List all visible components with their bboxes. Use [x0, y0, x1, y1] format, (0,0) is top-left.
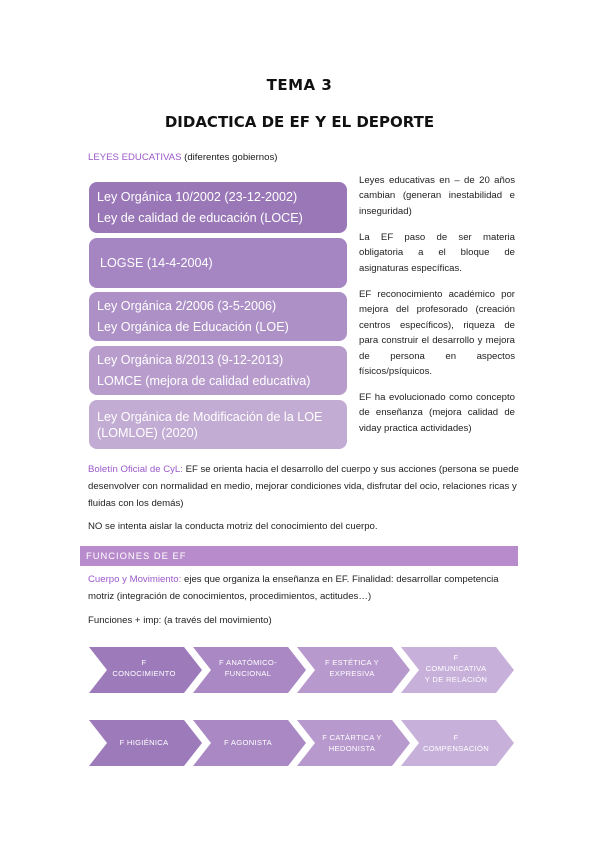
chevron-line: F CATÁRTICA Y — [322, 733, 382, 742]
funciones-section-bar: FUNCIONES DE EF — [80, 546, 518, 566]
chevron-shape — [193, 720, 306, 766]
law-box-logse: LOGSE (14-4-2004) — [89, 238, 347, 288]
law-box-loe: Ley Orgánica 2/2006 (3-5-2006) Ley Orgán… — [89, 292, 347, 341]
chevron-line: EXPRESIVA — [329, 669, 375, 678]
cuerpo-label: Cuerpo y Movimiento: — [88, 574, 182, 585]
chevron-shape — [89, 720, 202, 766]
no-aislar-text: NO se intenta aislar la conducta motriz … — [88, 521, 378, 532]
law-box-line: (LOMLOE) (2020) — [97, 425, 198, 440]
page-title: TEMA 3 — [266, 76, 333, 94]
chevron-line: F — [453, 653, 459, 662]
cuerpo-text: ejes que organiza la enseñanza en EF. Fi… — [88, 574, 499, 602]
boletin-paragraph: Boletín Oficial de CyL: EF se orienta ha… — [88, 461, 520, 512]
chevron-label-anatomico: F ANATÓMICO- FUNCIONAL — [202, 657, 294, 679]
cuerpo-paragraph: Cuerpo y Movimiento: ejes que organiza l… — [88, 571, 520, 605]
page-subtitle: DIDACTICA DE EF Y EL DEPORTE — [164, 113, 435, 131]
leyes-heading: LEYES EDUCATIVAS (diferentes gobiernos) — [88, 150, 277, 166]
law-box-line: Ley de calidad de educación (LOCE) — [97, 210, 303, 225]
chevron-line: F AGONISTA — [223, 738, 272, 747]
chevron-line: F ESTÉTICA Y — [324, 658, 380, 667]
chevron-line: CONOCIMIENTO — [112, 669, 176, 678]
law-box-line: LOMCE (mejora de calidad educativa) — [97, 373, 311, 388]
chevron-line: COMUNICATIVA — [425, 664, 487, 673]
chevron-label-compensacion: F COMPENSACIÓN — [410, 732, 502, 754]
law-box-lomloe: Ley Orgánica de Modificación de la LOE (… — [89, 400, 347, 449]
chevron-label-conocimiento: F CONOCIMIENTO — [98, 657, 190, 679]
funciones-imp-text: Funciones + imp: (a través del movimient… — [88, 615, 272, 626]
chevron-line: COMPENSACIÓN — [422, 744, 490, 753]
chevron-line: FUNCIONAL — [224, 669, 272, 678]
chevron-shape — [297, 647, 410, 693]
law-box-lomce: Ley Orgánica 8/2013 (9-12-2013) LOMCE (m… — [89, 346, 347, 395]
chevron-shape — [193, 647, 306, 693]
boletin-text: EF se orienta hacia el desarrollo del cu… — [88, 464, 519, 509]
chevron-label-catartica: F CATÁRTICA Y HEDONISTA — [306, 732, 398, 754]
law-box-line: Ley Orgánica de Modificación de la LOE — [97, 409, 323, 424]
chevron-shape — [297, 720, 410, 766]
chevron-line: HEDONISTA — [328, 744, 376, 753]
chevron-label-estetica: F ESTÉTICA Y EXPRESIVA — [306, 657, 398, 679]
leyes-label: LEYES EDUCATIVAS — [88, 152, 182, 163]
note-leyes-cambian: Leyes educativas en – de 20 años cambian… — [359, 175, 515, 217]
law-box-loce: Ley Orgánica 10/2002 (23-12-2002) Ley de… — [89, 182, 347, 233]
law-box-line: Ley Orgánica 2/2006 (3-5-2006) — [97, 298, 277, 313]
chevron-shape — [401, 720, 514, 766]
law-box-line: LOGSE (14-4-2004) — [100, 255, 213, 270]
chevron-line: F — [453, 733, 459, 742]
note-evolucion: EF ha evolucionado como concepto de ense… — [359, 392, 515, 434]
note-materia: La EF paso de ser materia obligatoria a … — [359, 232, 515, 274]
leyes-label-suffix: (diferentes gobiernos) — [181, 152, 278, 163]
chevron-shape — [89, 647, 202, 693]
chevron-line: F HIGIÉNICA — [119, 738, 169, 747]
note-reconocimiento: EF reconocimiento académico por mejora d… — [359, 289, 515, 378]
chevron-label-comunicativa: F COMUNICATIVA Y DE RELACIÓN — [410, 652, 502, 685]
law-box-line: Ley Orgánica de Educación (LOE) — [97, 319, 289, 334]
chevron-line: Y DE RELACIÓN — [424, 675, 488, 684]
chevron-label-higienica: F HIGIÉNICA — [98, 737, 190, 748]
boletin-label: Boletín Oficial de CyL: — [88, 464, 183, 475]
chevron-label-agonista: F AGONISTA — [202, 737, 294, 748]
chevron-shape — [401, 647, 514, 693]
law-box-line: Ley Orgánica 10/2002 (23-12-2002) — [97, 189, 298, 204]
chevron-line: F ANATÓMICO- — [219, 658, 277, 667]
law-box-line: Ley Orgánica 8/2013 (9-12-2013) — [97, 352, 284, 367]
chevron-line: F — [141, 658, 147, 667]
